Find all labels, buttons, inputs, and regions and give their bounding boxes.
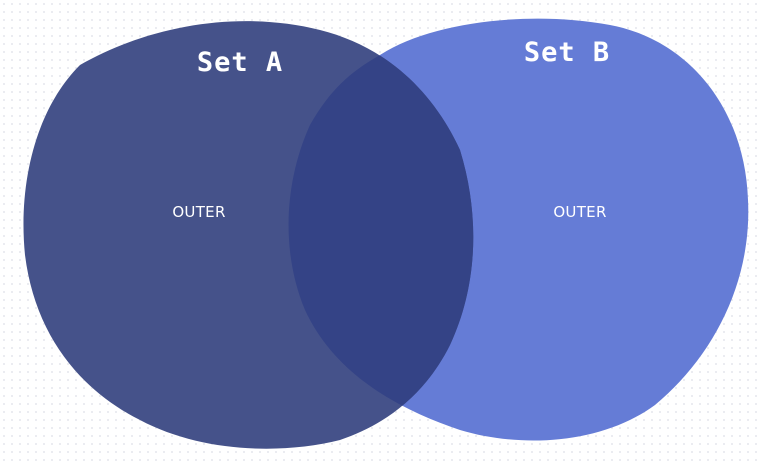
set-a-title: Set A <box>197 47 283 78</box>
set-a-region-label: OUTER <box>172 203 225 221</box>
set-b-region-label: OUTER <box>553 203 606 221</box>
intersection-shape <box>288 21 474 441</box>
set-b-title: Set B <box>524 37 610 68</box>
